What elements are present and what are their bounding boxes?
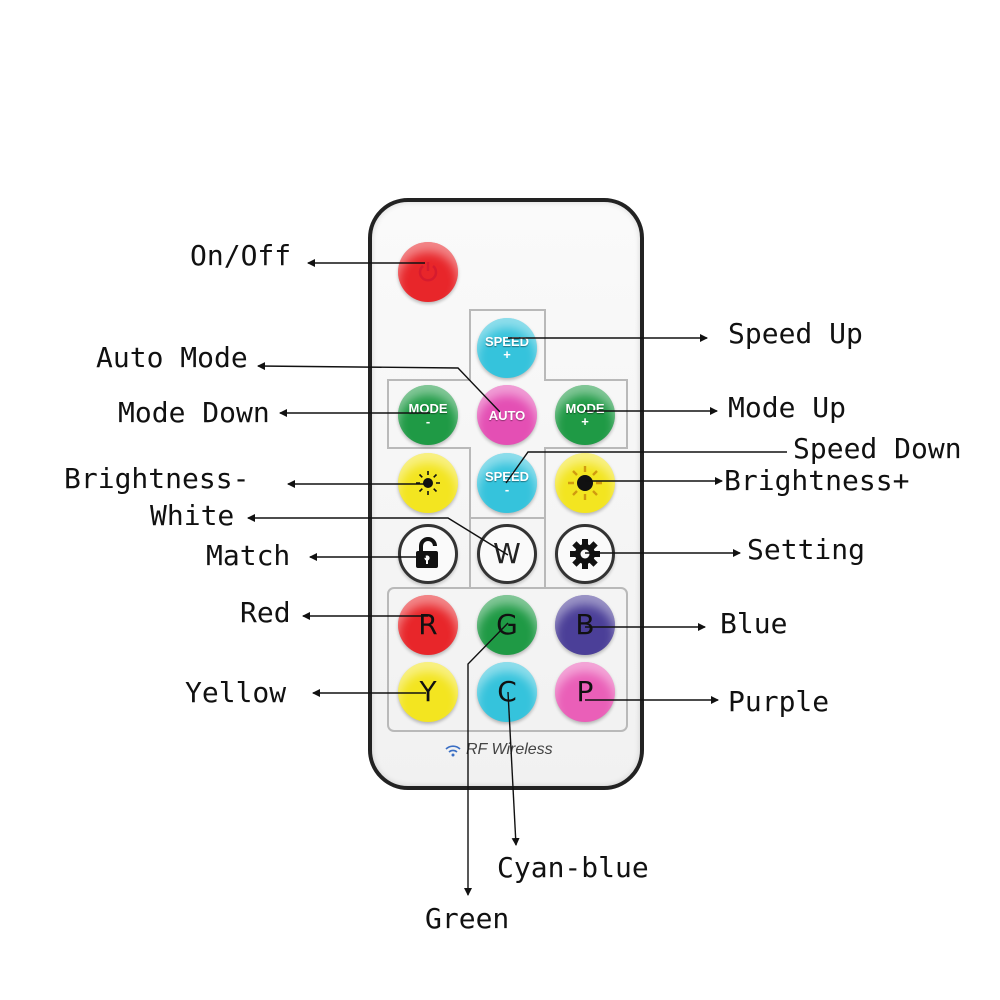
rf-wireless-text: RF Wireless [466, 741, 553, 758]
red-button[interactable]: R [398, 595, 458, 655]
yellow-text: Y [419, 675, 437, 708]
yellow-button[interactable]: Y [398, 662, 458, 722]
wifi-icon [445, 745, 461, 757]
brightness-up-button[interactable] [555, 453, 615, 513]
mode-down-text: MODE [408, 401, 448, 416]
white-text: W [493, 537, 521, 570]
label-mode-up: Mode Up [728, 391, 847, 424]
label-speed-up: Speed Up [728, 317, 863, 350]
blue-text: B [575, 608, 595, 641]
gear-icon [570, 539, 600, 569]
auto-button[interactable]: AUTO [477, 385, 537, 445]
auto-text: AUTO [488, 407, 526, 423]
label-mode-down: Mode Down [118, 396, 270, 429]
label-blue: Blue [720, 607, 788, 640]
mode-down-sign: - [425, 414, 431, 429]
mode-down-button[interactable]: MODE - [398, 385, 458, 445]
label-white: White [150, 499, 235, 532]
match-button[interactable] [398, 524, 458, 584]
leader-green [464, 622, 509, 896]
red-text: R [418, 608, 438, 641]
purple-text: P [576, 675, 594, 708]
leader-white [247, 514, 509, 556]
label-green: Green [425, 902, 510, 935]
leader-auto-mode [257, 362, 501, 413]
on-off-button[interactable] [398, 242, 458, 302]
brightness-down-button[interactable] [398, 453, 458, 513]
sun-small-icon [416, 471, 440, 495]
mode-up-button[interactable]: MODE + [555, 385, 615, 445]
white-group-outline [469, 517, 546, 589]
label-on-off: On/Off [190, 239, 292, 272]
cyan-text: C [497, 675, 517, 708]
blue-button[interactable]: B [555, 595, 615, 655]
speed-down-button[interactable]: SPEED - [477, 453, 537, 513]
label-speed-down: Speed Down [793, 432, 962, 465]
rf-wireless-label: RF Wireless [444, 741, 553, 759]
speed-down-sign: - [504, 482, 510, 497]
leader-cyan-blue [507, 691, 520, 846]
setting-button[interactable] [555, 524, 615, 584]
mode-up-text: MODE [565, 401, 605, 416]
label-setting: Setting [747, 533, 866, 566]
label-cyan-blue: Cyan-blue [497, 851, 649, 884]
mode-up-sign: + [581, 414, 589, 429]
leader-speed-down [505, 451, 787, 484]
label-brightness-down: Brightness- [64, 462, 250, 495]
speed-up-sign: + [503, 347, 511, 362]
purple-button[interactable]: P [555, 662, 615, 722]
label-yellow: Yellow [185, 676, 287, 709]
label-match: Match [206, 539, 291, 572]
power-icon [418, 262, 438, 282]
label-brightness-up: Brightness+ [724, 464, 910, 497]
label-purple: Purple [728, 685, 830, 718]
speed-down-text: SPEED [484, 469, 530, 484]
cyan-button[interactable]: C [477, 662, 537, 722]
label-auto-mode: Auto Mode [96, 341, 248, 374]
sun-large-icon [568, 466, 602, 500]
label-red: Red [240, 596, 291, 629]
